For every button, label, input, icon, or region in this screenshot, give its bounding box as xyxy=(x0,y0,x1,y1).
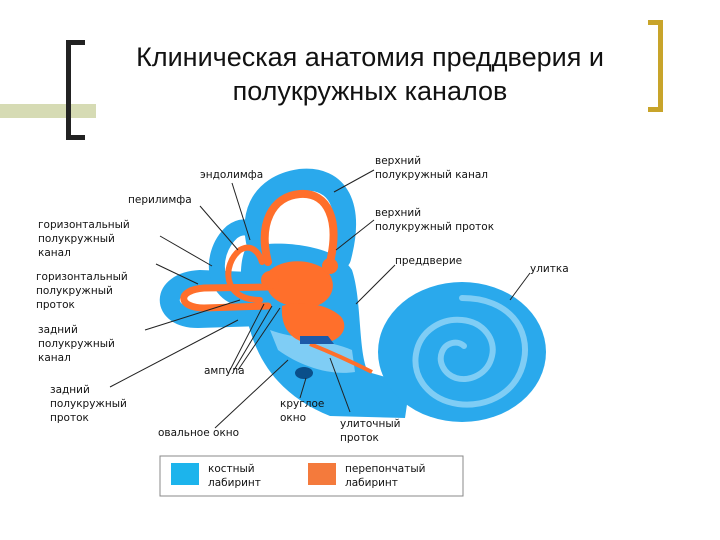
label-perilymph: перилимфа xyxy=(128,194,192,206)
label-superior-canal: верхний полукружный канал xyxy=(375,155,488,181)
cochlea-shape xyxy=(378,282,546,422)
round-window-shape xyxy=(295,367,313,379)
label-posterior-canal: задний полукружный канал xyxy=(38,324,118,364)
label-cochlear-duct: улиточный проток xyxy=(340,418,404,444)
label-horizontal-duct: горизонтальный полукружный проток xyxy=(36,271,131,311)
label-oval-window: овальное окно xyxy=(158,427,239,439)
label-horizontal-canal: горизонтальный полукружный канал xyxy=(38,219,133,259)
label-vestibule: преддверие xyxy=(395,255,462,267)
label-posterior-duct: задний полукружный проток xyxy=(50,384,130,424)
label-cochlea: улитка xyxy=(530,263,569,275)
label-ampulla: ампула xyxy=(204,365,245,377)
bony-labyrinth xyxy=(170,180,546,422)
legend: костный лабиринт перепончатый лабиринт xyxy=(160,456,463,496)
legend-swatch-bony xyxy=(171,463,199,485)
label-superior-duct: верхний полукружный проток xyxy=(375,207,494,233)
label-endolymph: эндолимфа xyxy=(200,169,263,181)
legend-swatch-membranous xyxy=(308,463,336,485)
